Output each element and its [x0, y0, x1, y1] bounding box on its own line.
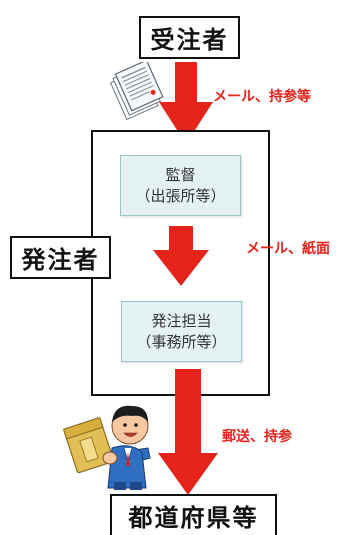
document-stack-icon — [109, 62, 164, 121]
note-mail-delivery: 郵送、持参 — [222, 429, 292, 445]
order-staff-box: 発注担当 （事務所等） — [121, 301, 242, 362]
orderer-box: 発注者 — [10, 236, 111, 279]
arrow-contractor-to-supervisor — [159, 62, 213, 144]
order-staff-subtitle: （事務所等） — [136, 332, 227, 351]
contractor-label: 受注者 — [150, 26, 229, 54]
orderer-label: 発注者 — [21, 246, 100, 274]
arrow-staff-to-prefecture — [158, 369, 218, 495]
contractor-box: 受注者 — [139, 16, 240, 59]
arrow-supervisor-to-staff — [153, 226, 209, 286]
order-staff-title: 発注担当 — [151, 311, 212, 330]
supervisor-subtitle: （出張所等） — [135, 186, 226, 205]
note-email-delivery: メール、持参等 — [213, 89, 311, 105]
note-email-paper: メール、紙面 — [246, 241, 330, 257]
person-carrying-documents-icon — [62, 405, 151, 490]
supervisor-title: 監督 — [165, 165, 196, 184]
prefecture-label: 都道府県等 — [128, 504, 259, 532]
prefecture-box: 都道府県等 — [110, 494, 277, 535]
supervisor-box: 監督 （出張所等） — [120, 155, 241, 216]
